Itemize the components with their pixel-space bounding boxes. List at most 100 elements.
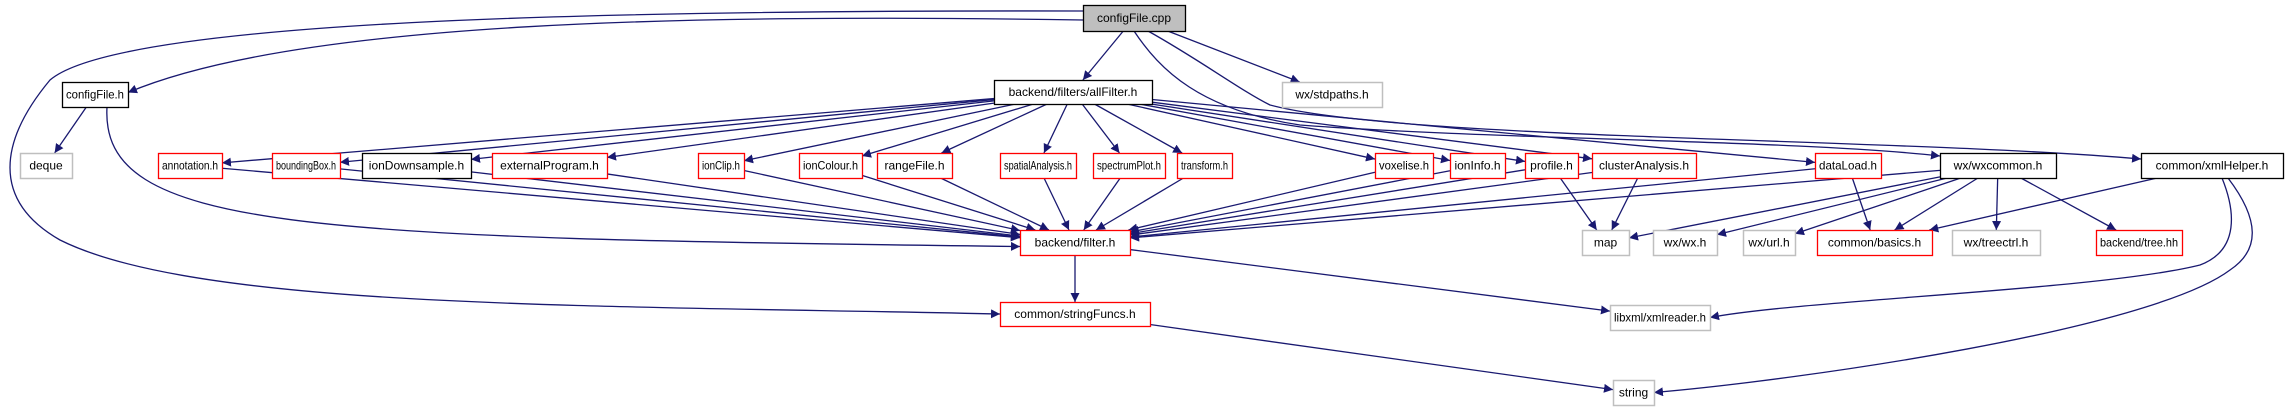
edge-wxcommon-h-to-wx-h <box>1716 177 1948 237</box>
node-box <box>1449 152 1507 180</box>
node-label: wx/treectrl.h <box>1963 236 2029 250</box>
node-ionDownsample-h[interactable]: ionDownsample.h <box>361 152 473 180</box>
edge-wxcommon-h-to-tree-hh <box>2020 177 2117 231</box>
node-box <box>1612 379 1656 407</box>
node-box <box>157 152 224 180</box>
node-label: clusterAnalysis.h <box>1599 159 1689 173</box>
node-label: configFile.cpp <box>1097 11 1171 25</box>
node-box <box>1939 152 2058 180</box>
edge-rangeFile-h-to-filter-h <box>940 177 1050 231</box>
node-box <box>1591 152 1698 180</box>
node-string: string <box>1612 379 1656 407</box>
node-box <box>1082 4 1187 33</box>
node-boundingBox-h[interactable]: boundingBox.h <box>271 152 342 180</box>
edge-wxcommon-h-to-filter-h <box>1129 169 1941 242</box>
node-annotation-h[interactable]: annotation.h <box>157 152 224 180</box>
node-allFilter-h[interactable]: backend/filters/allFilter.h <box>993 79 1154 106</box>
edge-filter-h-to-xmlreader-h <box>1129 248 1611 315</box>
node-ionColour-h[interactable]: ionColour.h <box>798 152 864 180</box>
node-box <box>1652 229 1719 257</box>
edge-clusterAnalysis-h-to-map <box>1611 177 1639 231</box>
node-transform-h[interactable]: transform.h <box>1176 152 1234 180</box>
node-label: backend/tree.hh <box>2100 236 2178 250</box>
edge-xmlHelper-h-to-string <box>1653 177 2253 397</box>
edge-transform-h-to-filter-h <box>1095 177 1184 231</box>
node-externalProgram-h[interactable]: externalProgram.h <box>491 152 609 180</box>
edge-allFilter-h-to-boundingBox-h <box>339 98 995 166</box>
node-box <box>361 152 473 180</box>
node-tree-hh[interactable]: backend/tree.hh <box>2095 229 2184 257</box>
edge-spectrumPlot-h-to-filter-h <box>1083 177 1121 231</box>
node-clusterAnalysis-h[interactable]: clusterAnalysis.h <box>1591 152 1698 180</box>
edge-ionInfo-h-to-filter-h <box>1129 170 1451 235</box>
node-configFile-cpp[interactable]: configFile.cpp <box>1082 4 1187 33</box>
node-box <box>271 152 342 180</box>
node-filter-h[interactable]: backend/filter.h <box>1019 229 1132 257</box>
node-box <box>1742 229 1797 257</box>
node-box <box>1019 229 1132 257</box>
edge-dataLoad-h-to-filter-h <box>1129 168 1816 241</box>
node-label: ionColour.h <box>803 159 858 173</box>
edge-configFile-cpp-to-stringFuncs-h <box>9 10 1084 319</box>
node-wxcommon-h[interactable]: wx/wxcommon.h <box>1939 152 2058 180</box>
edge-voxelise-h-to-filter-h <box>1128 171 1376 233</box>
edge-allFilter-h-to-externalProgram-h <box>606 102 995 161</box>
node-label: voxelise.h <box>1379 159 1429 173</box>
node-box <box>491 152 609 180</box>
edge-allFilter-h-to-voxelise-h <box>1126 103 1376 162</box>
node-box <box>999 301 1152 328</box>
edge-allFilter-h-to-ionClip-h <box>743 103 1016 164</box>
node-spatialAnalysis-h[interactable]: spatialAnalysis.h <box>999 152 1078 180</box>
edge-allFilter-h-to-spatialAnalysis-h <box>1043 103 1068 154</box>
edge-allFilter-h-to-ionDownsample-h <box>470 100 995 163</box>
edge-wxcommon-h-to-basics-h <box>1894 177 1979 231</box>
node-ionClip-h[interactable]: ionClip.h <box>697 152 746 180</box>
node-rangeFile-h[interactable]: rangeFile.h <box>876 152 954 180</box>
edge-xmlHelper-h-to-xmlreader-h <box>1709 177 2232 321</box>
node-dataLoad-h[interactable]: dataLoad.h <box>1814 152 1883 180</box>
node-box <box>1581 229 1631 257</box>
edge-configFile-cpp-to-xmlHelper-h <box>1147 30 2142 163</box>
edge-allFilter-h-to-profile-h <box>1151 103 1526 165</box>
node-label: wx/wx.h <box>1663 236 1707 250</box>
node-label: string <box>1619 386 1648 400</box>
edge-allFilter-h-to-annotation-h <box>221 97 995 167</box>
edge-stringFuncs-h-to-string <box>1149 323 1614 393</box>
node-box <box>1951 229 2042 257</box>
node-configFile-h[interactable]: configFile.h <box>61 81 130 109</box>
edge-configFile-cpp-to-configFile-h <box>127 17 1084 94</box>
node-box <box>697 152 746 180</box>
node-xmlHelper-h[interactable]: common/xmlHelper.h <box>2140 152 2285 180</box>
node-spectrumPlot-h[interactable]: spectrumPlot.h <box>1092 152 1167 180</box>
edge-clusterAnalysis-h-to-filter-h <box>1129 171 1593 239</box>
node-label: boundingBox.h <box>276 159 336 173</box>
node-stdpaths-h: wx/stdpaths.h <box>1281 81 1384 109</box>
node-label: ionClip.h <box>702 159 740 173</box>
node-label: externalProgram.h <box>500 159 599 173</box>
node-ionInfo-h[interactable]: ionInfo.h <box>1449 152 1507 180</box>
node-label: common/stringFuncs.h <box>1014 307 1135 321</box>
node-box <box>1092 152 1167 180</box>
node-basics-h[interactable]: common/basics.h <box>1816 229 1934 257</box>
node-box <box>876 152 954 180</box>
node-profile-h[interactable]: profile.h <box>1524 152 1580 180</box>
node-voxelise-h[interactable]: voxelise.h <box>1374 152 1435 180</box>
edge-allFilter-h-to-spectrumPlot-h <box>1081 103 1120 154</box>
edge-ionDownsample-h-to-filter-h <box>470 171 1021 240</box>
edge-configFile-h-to-deque <box>54 106 87 154</box>
node-box <box>1816 229 1934 257</box>
node-label: ionInfo.h <box>1454 159 1500 173</box>
edge-ionColour-h-to-filter-h <box>861 174 1036 232</box>
edge-wxcommon-h-to-map <box>1628 176 1941 241</box>
node-box <box>798 152 864 180</box>
node-label: ionDownsample.h <box>369 159 464 173</box>
edge-ionClip-h-to-filter-h <box>743 169 1021 234</box>
node-label: spectrumPlot.h <box>1097 159 1161 173</box>
node-label: wx/stdpaths.h <box>1294 88 1368 102</box>
edge-externalProgram-h-to-filter-h <box>606 173 1021 238</box>
edge-wxcommon-h-to-treectrl-h <box>1992 177 2002 231</box>
node-map: map <box>1581 229 1631 257</box>
node-label: map <box>1594 236 1618 250</box>
node-stringFuncs-h[interactable]: common/stringFuncs.h <box>999 301 1152 328</box>
